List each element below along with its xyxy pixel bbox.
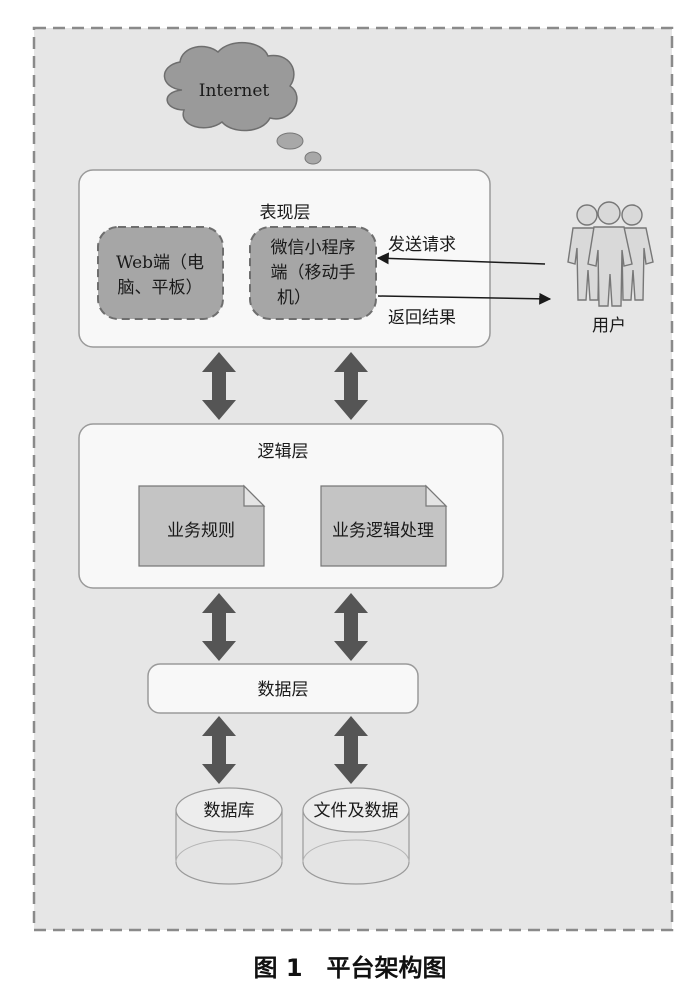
logic-layer-title: 逻辑层: [258, 442, 309, 462]
internet-label: Internet: [199, 81, 270, 101]
logic-layer: 逻辑层 业务规则 业务逻辑处理: [78, 423, 504, 589]
wechat-client-label-line3: 机）: [277, 288, 311, 308]
return-result-label: 返回结果: [388, 308, 456, 328]
send-request-arrow: [376, 252, 546, 265]
wechat-client-box: 微信小程序 端（移动手 机）: [249, 226, 377, 320]
presentation-layer-title: 表现层: [260, 203, 311, 223]
double-arrow-data-files: [334, 716, 368, 784]
internet-cloud: Internet: [163, 41, 322, 165]
double-arrow-presentation-logic-right: [334, 352, 368, 420]
data-layer-title: 数据层: [258, 680, 309, 700]
web-client-label-line2: 脑、平板）: [118, 278, 203, 298]
web-client-label-line1: Web端（电: [116, 253, 204, 273]
business-rules-label: 业务规则: [167, 521, 235, 541]
database-label: 数据库: [204, 801, 255, 821]
files-cylinder: 文件及数据: [302, 787, 410, 885]
business-logic-document: 业务逻辑处理: [320, 484, 448, 567]
figure-caption: 图 1 平台架构图: [253, 954, 446, 982]
presentation-layer: 表现层 Web端（电 脑、平板） 微信小程序 端（移动手 机）: [78, 169, 491, 348]
business-rules-document: 业务规则: [138, 484, 266, 567]
wechat-client-label-line1: 微信小程序: [271, 238, 356, 258]
web-client-box: Web端（电 脑、平板）: [97, 226, 224, 320]
return-result-arrow: [377, 292, 552, 305]
database-cylinder: 数据库: [175, 787, 283, 885]
users-icon: [567, 201, 654, 307]
user-label: 用户: [592, 316, 626, 336]
double-arrow-presentation-logic-left: [202, 352, 236, 420]
business-logic-label: 业务逻辑处理: [332, 521, 434, 541]
data-layer: 数据层: [147, 663, 419, 714]
double-arrow-logic-data-right: [334, 593, 368, 661]
send-request-label: 发送请求: [388, 235, 456, 255]
double-arrow-logic-data-left: [202, 593, 236, 661]
files-label: 文件及数据: [314, 801, 399, 821]
wechat-client-label-line2: 端（移动手: [271, 263, 356, 283]
double-arrow-data-db: [202, 716, 236, 784]
